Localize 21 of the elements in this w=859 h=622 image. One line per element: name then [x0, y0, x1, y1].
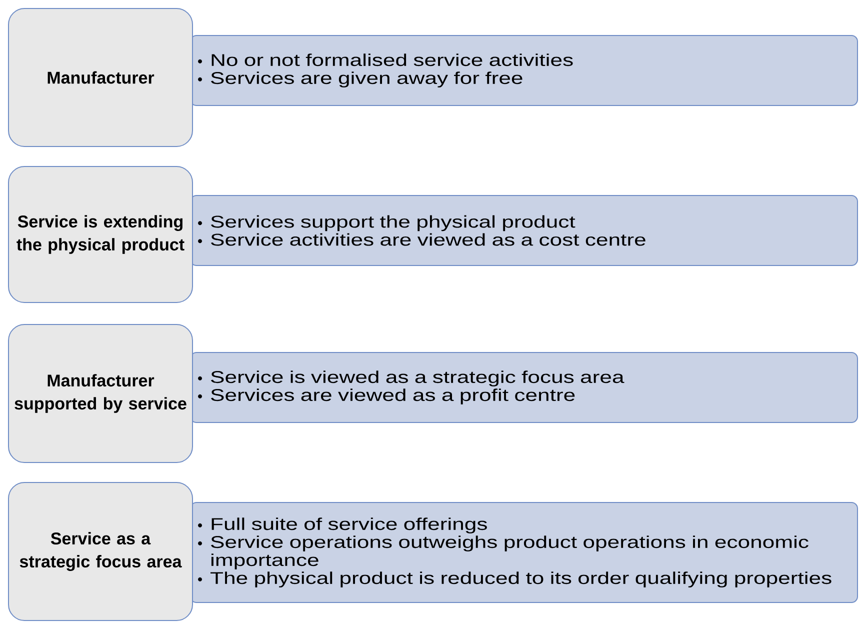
stage-label: Service is extending the physical product	[16, 215, 184, 254]
bullet-text: Service is viewed as a strategic focus area	[211, 370, 624, 386]
stage-box	[8, 482, 193, 621]
stage-box	[8, 324, 193, 463]
stage-box	[8, 166, 193, 303]
stage-label: Service as a strategic focus area	[20, 532, 182, 571]
bullet-text: Services are viewed as a profit centre	[211, 388, 575, 404]
stage-label: Manufacturer	[48, 71, 154, 84]
description-box	[190, 502, 858, 603]
bullet-text: Service activities are viewed as a cost centre	[211, 233, 646, 246]
description-box	[190, 35, 858, 106]
bullet-text: The physical product is reduced to its order qualifying properties	[210, 572, 832, 588]
bullet-text: Full suite of service offerings	[212, 518, 487, 534]
bullet-text: Services support the physical product	[211, 215, 576, 232]
stage-box	[8, 8, 193, 147]
bullet-text: Service operations outweighs product operations in economic importance	[211, 536, 808, 570]
bullet-text: No or not formalised service activities	[212, 54, 573, 66]
description-box	[190, 195, 858, 266]
bullet-text: Services are given away for free	[211, 72, 522, 88]
stage-label: Manufacturer supported by service	[14, 374, 186, 413]
description-box	[190, 352, 858, 423]
